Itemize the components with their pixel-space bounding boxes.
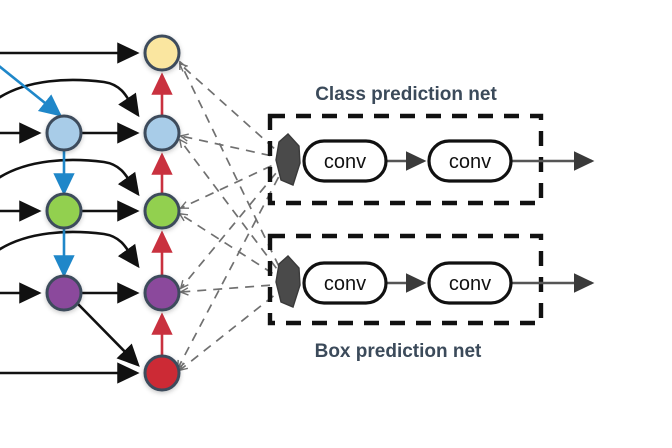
box-net-conv-1-label: conv [324,273,366,295]
box-net-input-marker-icon [275,255,301,308]
skip-curve-3 [0,158,140,197]
box-prediction-net-box [267,233,544,326]
dashed-purple-to-class [181,160,287,288]
box-net-conv-2-label: conv [449,273,491,295]
topdown-arrows-group [0,65,75,278]
box-prediction-net-title: Box prediction net [315,341,482,362]
box-net-conv-2[interactable] [427,261,513,305]
class-net-conv-2-label: conv [449,151,491,173]
class-prediction-net-title: Class prediction net [315,84,497,105]
skip-curve-2 [0,230,140,269]
topdown-arrow-into-blue [0,65,63,117]
class-net-input-marker-icon [275,133,301,186]
class-prediction-net[interactable]: Class prediction net conv conv [267,84,595,206]
skip-curve-1 [0,78,140,118]
class-net-conv-1-label: conv [324,151,366,173]
skip-curves-group [0,78,140,269]
class-net-conv-2[interactable] [427,139,513,183]
left-column-nodes [45,114,83,312]
dashed-blue-to-box [180,140,287,282]
lateral-arrows-group [76,122,140,367]
class-net-conv-1[interactable] [302,139,388,183]
box-prediction-net[interactable]: conv conv Box prediction net [267,233,595,362]
dashed-purple-to-box [181,283,287,292]
node-right-blue[interactable] [143,114,181,152]
node-right-purple[interactable] [143,274,181,312]
box-net-conv-1[interactable] [302,261,388,305]
node-left-blue[interactable] [45,114,83,152]
class-prediction-net-box [267,113,544,206]
input-arrows-group [0,42,140,384]
node-right-red[interactable] [143,354,181,392]
lateral-arrow-purple-to-red [76,302,140,367]
node-left-green[interactable] [45,192,83,230]
node-right-green[interactable] [143,192,181,230]
node-left-purple[interactable] [45,274,83,312]
node-right-yellow[interactable] [143,34,181,72]
right-column-nodes [143,34,181,392]
